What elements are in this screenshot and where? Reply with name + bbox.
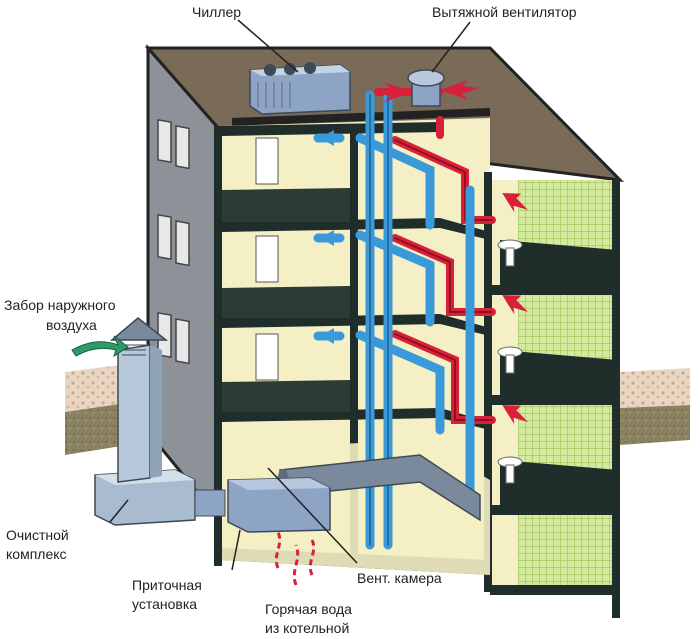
supply-unit (227, 477, 331, 533)
leader-lines (109, 19, 471, 571)
label-chiller: Чиллер (192, 4, 241, 20)
label-supply-1: Приточная (132, 577, 202, 593)
label-air-intake-2: воздуха (46, 317, 97, 333)
outdoor-air-arrow (71, 335, 129, 358)
chiller-unit (249, 62, 351, 115)
exhaust-arrows (372, 80, 529, 425)
sinks (497, 239, 523, 484)
label-vent-chamber: Вент. камера (357, 570, 442, 586)
facade-windows (157, 118, 190, 365)
label-cleaning-1: Очистной (6, 527, 69, 543)
exhaust-fan-unit (407, 69, 445, 107)
building-interior (214, 118, 620, 618)
label-air-intake-1: Забор наружного (4, 297, 116, 313)
cleaning-complex (94, 317, 226, 526)
label-hot-water-2: из котельной (265, 620, 349, 636)
labels: Чиллер Вытяжной вентилятор Забор наружно… (4, 4, 577, 636)
label-supply-2: установка (132, 596, 197, 612)
label-hot-water-1: Горячая вода (265, 601, 352, 617)
label-cleaning-2: комплекс (6, 546, 67, 562)
label-exhaust-fan: Вытяжной вентилятор (432, 4, 577, 20)
supply-arrows (320, 130, 334, 344)
building-facade (146, 44, 222, 525)
hot-water-arrows (274, 531, 316, 586)
